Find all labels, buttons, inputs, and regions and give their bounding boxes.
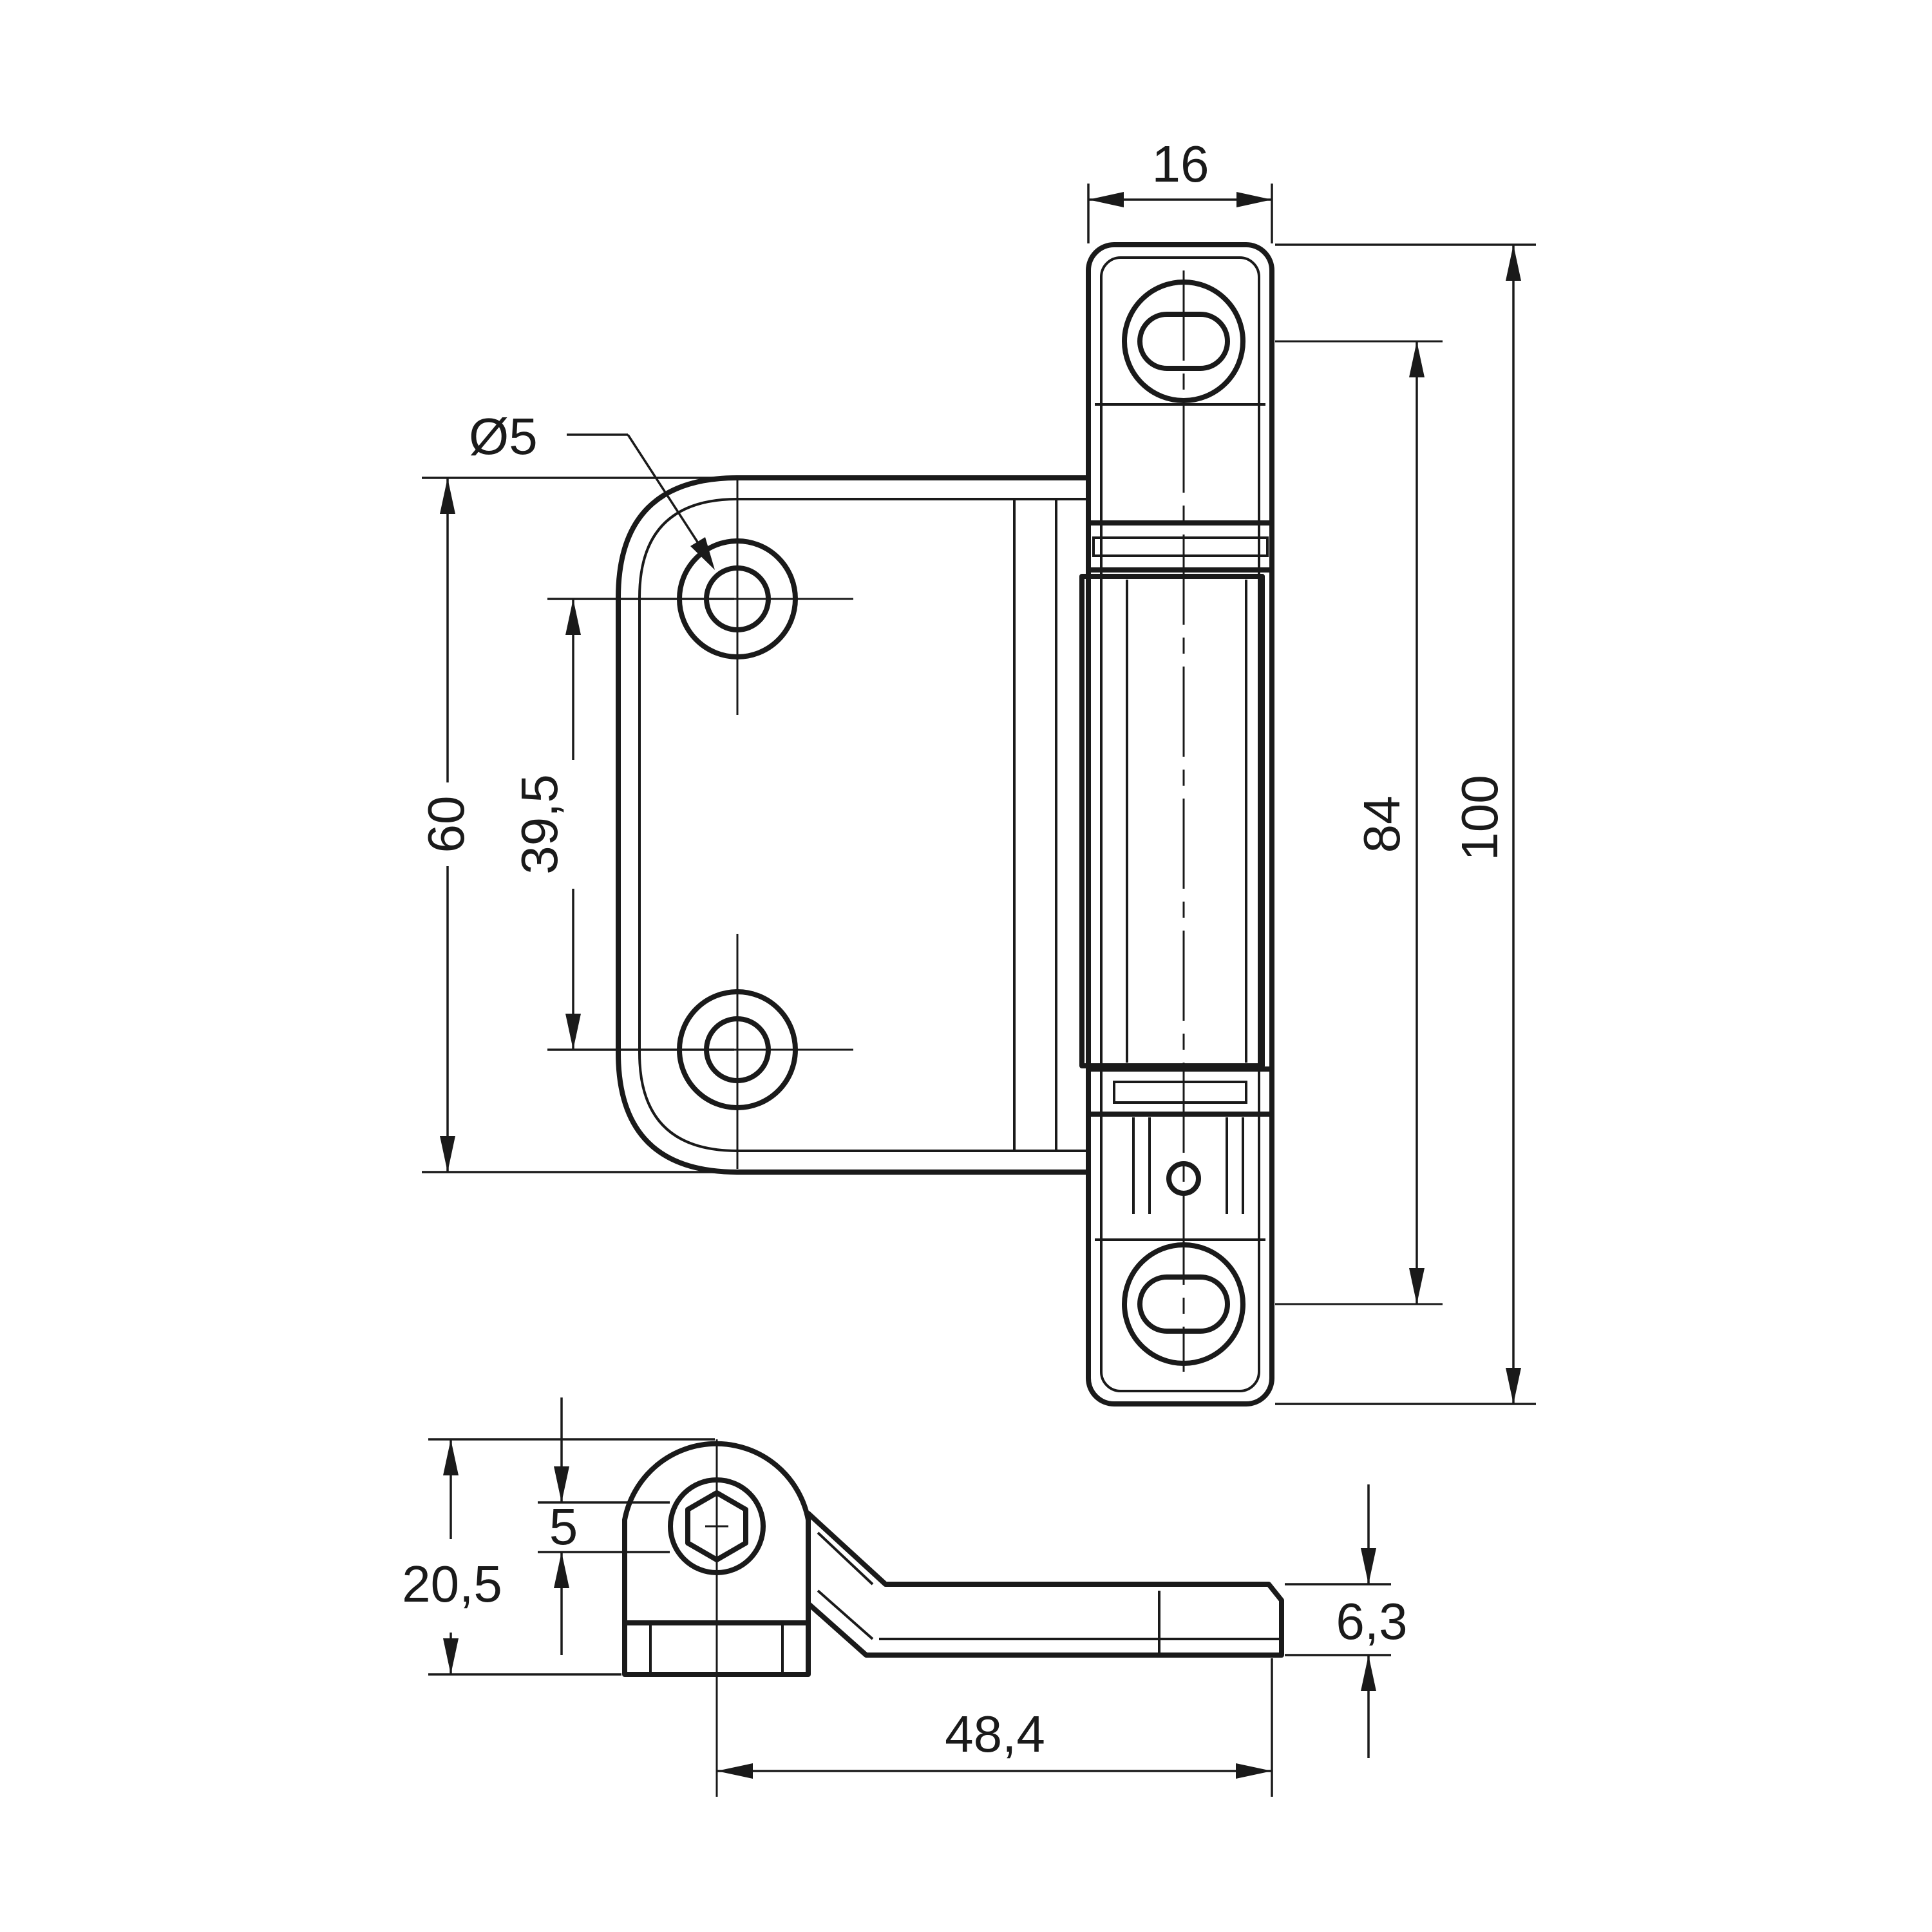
dimension-knuckle-width: 16 [1087, 135, 1273, 243]
label-side-length: 48,4 [945, 1705, 1045, 1763]
label-knuckle-width: 16 [1152, 135, 1209, 193]
label-bore-size: 5 [549, 1498, 578, 1555]
label-slot-spacing: 84 [1353, 796, 1410, 853]
label-hole-spacing: 39,5 [511, 774, 568, 875]
dimension-leaf-thickness: 6,3 [1285, 1484, 1408, 1758]
dimension-hole-spacing: 39,5 [509, 598, 734, 1051]
dimension-side-length: 48,4 [717, 1658, 1273, 1797]
lower-slot [1122, 1242, 1443, 1366]
leaf-plate [616, 475, 1091, 1175]
side-view [622, 1439, 1284, 1797]
dimension-plate-height: 60 [412, 477, 734, 1173]
label-plate-height: 60 [417, 796, 475, 853]
lower-screw-hole [615, 934, 853, 1169]
dimension-hole-diameter: Ø5 [469, 408, 715, 570]
upper-slot [1122, 279, 1443, 403]
dimension-overall-height: 100 [1275, 243, 1536, 1405]
label-side-height: 20,5 [402, 1555, 502, 1613]
label-hole-diameter: Ø5 [469, 408, 538, 465]
dimension-side-height: 20,5 [402, 1438, 715, 1676]
upper-screw-hole [615, 480, 853, 715]
label-overall-height: 100 [1451, 775, 1508, 860]
frame-knuckle [1079, 242, 1274, 1406]
dimension-slot-spacing: 84 [1353, 341, 1425, 1304]
dimension-bore-size: 5 [538, 1397, 670, 1655]
label-leaf-thickness: 6,3 [1336, 1593, 1407, 1650]
